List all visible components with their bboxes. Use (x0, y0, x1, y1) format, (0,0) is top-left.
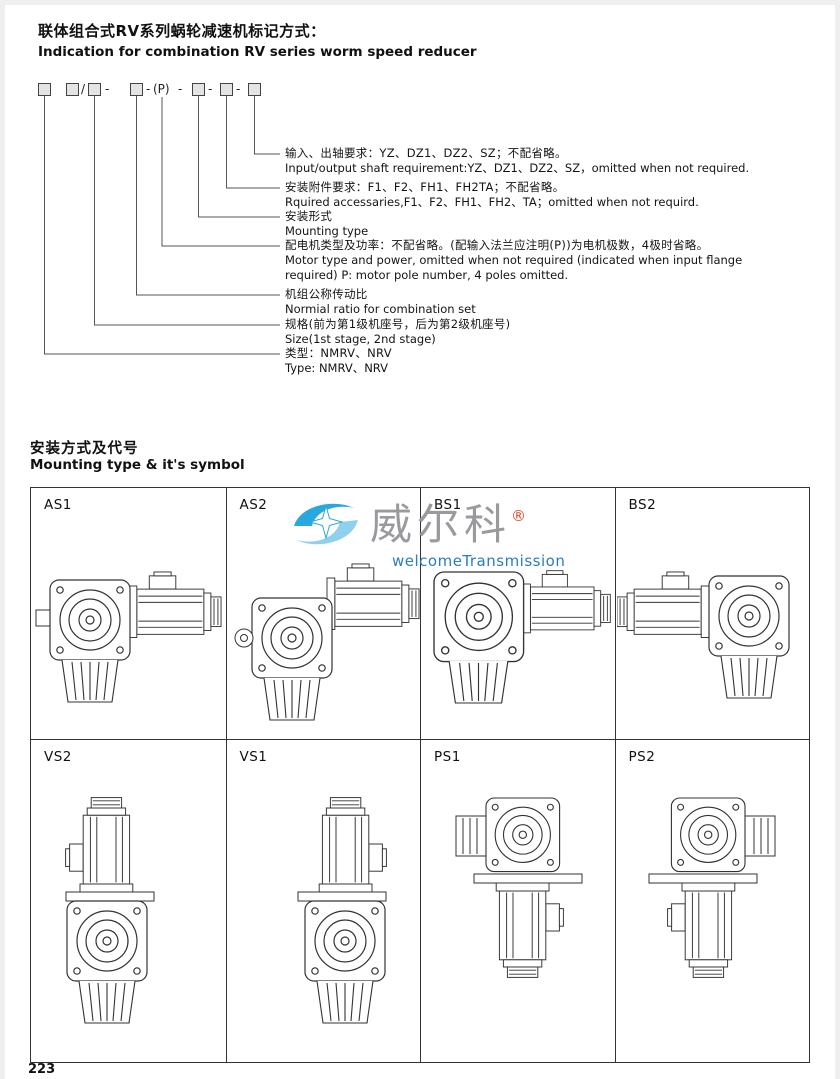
mounting-cell-bs1: BS1 (420, 488, 615, 740)
designation-group-accessories: 安装附件要求：F1、F2、FH1、FH2TA；不配省略。 Rquired acc… (285, 180, 820, 210)
mounting-cell-ps1: PS1 (420, 740, 615, 1062)
code-separator: - (105, 82, 110, 96)
code-box-size-stage2 (88, 83, 101, 96)
gearbox-icon (303, 900, 386, 982)
brand-watermark: 威尔科® welcomeTransmission (288, 496, 565, 570)
motor-icon (326, 563, 420, 630)
code-box-ratio (130, 83, 143, 96)
cooling-fins-icon (448, 660, 509, 704)
code-token-motor-pole: (P) (153, 82, 170, 96)
designation-code-row: / - - (P) - - - (0, 83, 840, 99)
designation-group-mounting: 安装形式 Mounting type (285, 209, 820, 239)
designation-line-en: Normial ratio for combination set (285, 302, 476, 316)
cooling-fins-icon (61, 659, 119, 703)
mounting-cell-vs1: VS1 (225, 740, 421, 1062)
designation-line-en: Rquired accessaries,F1、F2、FH1、FH2、TA；omi… (285, 195, 699, 209)
mounting-label: VS1 (239, 749, 268, 765)
mounting-section-title-en: Mounting type & it's symbol (30, 457, 245, 473)
designation-line-en: Mounting type (285, 224, 369, 238)
mounting-label: PS1 (434, 749, 461, 765)
code-separator: - (178, 82, 183, 96)
code-separator: - (146, 82, 151, 96)
mounting-cell-as2: AS2 (225, 488, 420, 740)
designation-line-zh: 配电机类型及功率：不配省略。(配输入法兰应注明(P))为电机极数，4极时省略。 (285, 238, 709, 252)
mounting-section-title-zh: 安装方式及代号 (30, 441, 139, 457)
reducer-drawing-bs2-icon (616, 571, 790, 699)
mounting-label: BS1 (434, 497, 462, 513)
mounting-label: PS2 (628, 749, 656, 765)
code-separator: - (236, 82, 241, 96)
designation-line-zh: 安装附件要求：F1、F2、FH1、FH2TA；不配省略。 (285, 180, 565, 194)
motor-icon (128, 571, 222, 638)
motor-icon (65, 797, 134, 893)
designation-line-en: Type: NMRV、NRV (285, 361, 389, 375)
designation-connector-lines (44, 96, 280, 355)
designation-line-zh: 机组公称传动比 (285, 287, 368, 301)
mounting-cell-bs2: BS2 (614, 488, 809, 740)
mounting-label: AS2 (239, 497, 268, 513)
code-box-size-stage1 (66, 83, 79, 96)
designation-line-zh: 类型：NMRV、NRV (285, 346, 392, 360)
brand-subtitle: welcomeTransmission (392, 552, 566, 570)
code-box-shaft (248, 83, 261, 96)
cooling-fins-icon (262, 677, 321, 721)
reducer-drawing-as2-icon (234, 563, 420, 721)
designation-group-motor: 配电机类型及功率：不配省略。(配输入法兰应注明(P))为电机极数，4极时省略。 … (285, 238, 820, 283)
page-title-en: Indication for combination RV series wor… (38, 44, 477, 60)
designation-line-zh: 安装形式 (285, 209, 333, 223)
designation-group-shaft: 输入、出轴要求：YZ、DZ1、DZ2、SZ；不配省略。 Input/output… (285, 146, 820, 176)
brand-name: 威尔科® (370, 500, 527, 549)
reducer-drawing-vs1-icon (297, 797, 387, 1024)
reducer-drawing-as1-icon (35, 571, 222, 703)
motor-icon (616, 571, 709, 638)
motor-icon (318, 797, 387, 893)
gearbox-icon (66, 900, 148, 982)
designation-line-zh: 规格(前为第1级机座号，后为第2级机座号) (285, 317, 511, 331)
gearbox-icon (433, 571, 525, 663)
gearbox-icon (49, 579, 131, 661)
code-box-mounting (192, 83, 205, 96)
gearbox-icon (485, 797, 561, 873)
mounting-label: BS2 (628, 497, 657, 513)
code-separator-slash: / (81, 82, 86, 96)
designation-group-ratio: 机组公称传动比 Normial ratio for combination se… (285, 287, 820, 317)
gearbox-icon (670, 797, 746, 873)
mounting-grid: AS1 AS2 BS1 (30, 487, 810, 1063)
designation-line-en: Size(1st stage, 2nd stage) (285, 332, 436, 346)
page-number: 223 (28, 1062, 56, 1077)
page-header: 联体组合式RV系列蜗轮减速机标记方式： Indication for combi… (38, 20, 477, 60)
mounting-cell-ps2: PS2 (614, 740, 810, 1062)
gearbox-icon (707, 575, 790, 657)
mounting-cell-vs2: VS2 (31, 740, 226, 1062)
designation-line-en: Input/output shaft requirement:YZ、DZ1、DZ… (285, 161, 750, 175)
mounting-label: VS2 (44, 749, 72, 765)
reducer-drawing-vs2-icon (65, 797, 155, 1024)
cooling-fins-icon (315, 980, 374, 1024)
cooling-fins-icon (719, 655, 778, 699)
mounting-label: AS1 (44, 497, 72, 513)
designation-group-size: 规格(前为第1级机座号，后为第2级机座号) Size(1st stage, 2n… (285, 317, 820, 347)
mounting-cell-as1: AS1 (31, 488, 226, 740)
page-title-zh: 联体组合式RV系列蜗轮减速机标记方式： (38, 22, 326, 40)
brand-logo-icon (294, 503, 358, 545)
gearbox-icon (250, 597, 333, 679)
code-separator: - (208, 82, 213, 96)
motor-icon (495, 882, 564, 978)
reducer-drawing-ps2-icon (648, 797, 775, 978)
designation-line-zh: 输入、出轴要求：YZ、DZ1、DZ2、SZ；不配省略。 (285, 146, 567, 160)
cooling-fins-icon (78, 980, 136, 1024)
motor-icon (522, 570, 611, 634)
designation-group-type: 类型：NMRV、NRV Type: NMRV、NRV (285, 346, 820, 376)
motor-icon (666, 882, 735, 978)
designation-diagram: / - - (P) - - - 输入、出轴要求： (0, 80, 840, 390)
designation-line-en: Motor type and power, omitted when not r… (285, 253, 743, 282)
registered-mark: ® (511, 507, 527, 525)
code-box-type (38, 83, 51, 96)
code-box-accessory (220, 83, 233, 96)
reducer-drawing-ps1-icon (455, 797, 583, 978)
